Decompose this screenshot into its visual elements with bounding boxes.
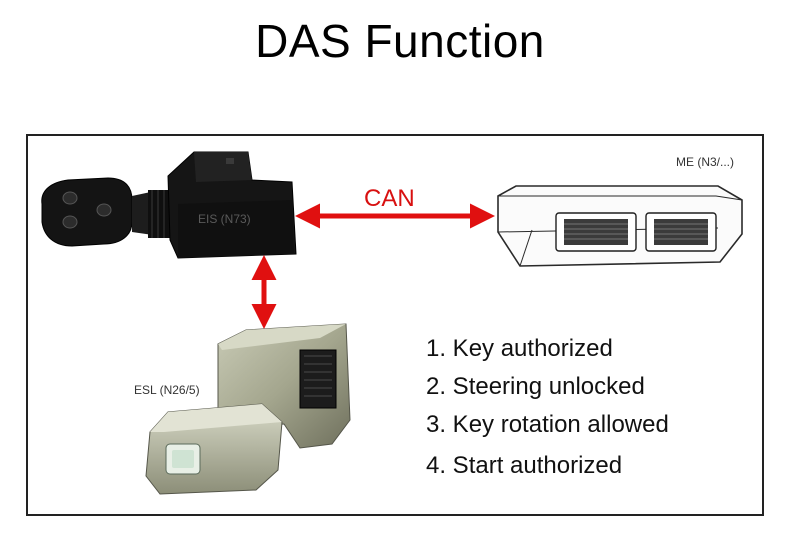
esl-module: ESL (N26/5) [134,323,351,495]
step-item: 4. Start authorized [426,452,623,479]
step-item: 3. Key rotation allowed [426,411,669,438]
step-item: 2. Steering unlocked [426,373,645,400]
esl-label: ESL (N26/5) [134,383,200,397]
can-connection: CAN [295,185,495,229]
eis-module: EIS (N73) [167,151,297,259]
step-item: 1. Key authorized [426,335,613,362]
me-ecu: ME (N3/...) [497,155,743,267]
eis-label: EIS (N73) [198,212,251,226]
key-fob-icon [41,177,170,247]
me-label: ME (N3/...) [676,155,734,169]
page-title: DAS Function [255,15,545,67]
can-label: CAN [364,185,415,212]
steps-list: 1. Key authorized 2. Steering unlocked 3… [426,330,669,485]
